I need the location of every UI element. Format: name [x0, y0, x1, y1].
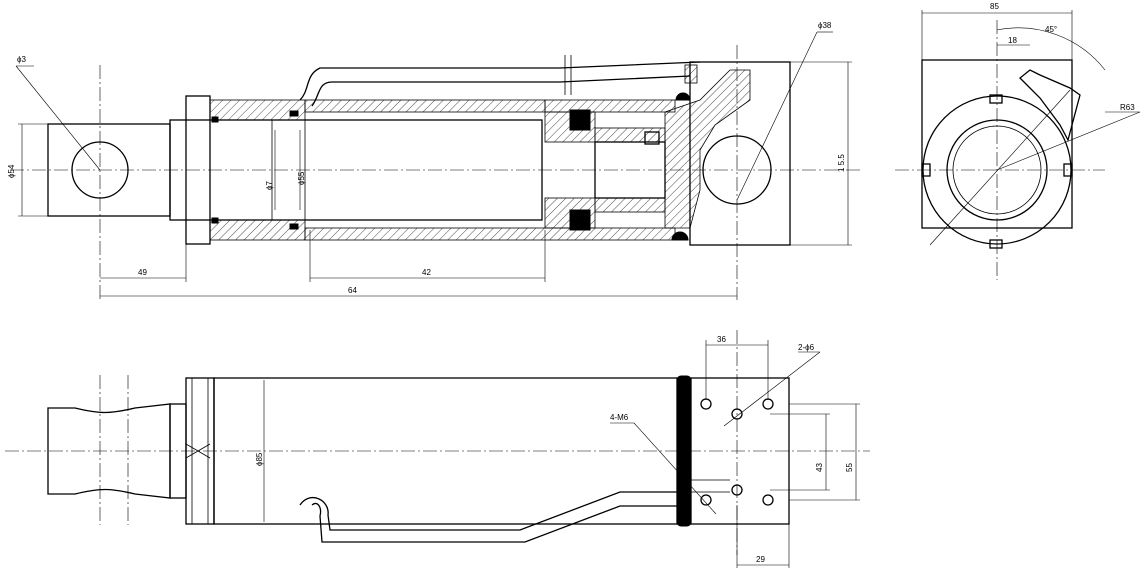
dim-49: 49	[138, 268, 147, 277]
dim-55: 55	[845, 463, 854, 472]
side-view: 85 18 45° R63	[895, 2, 1141, 280]
dim-155: 1 5.5	[837, 154, 846, 172]
dim-45-degrees: 45°	[1045, 25, 1057, 34]
dim-42: 42	[422, 268, 431, 277]
dim-phi3: ϕ3	[17, 55, 26, 64]
front-section-view: ϕ3 ϕ38 ϕ54 ϕ7 ϕ55 49 42 64 1 5.5	[7, 21, 860, 300]
bottom-view: 36 2-ϕ6 4-M6 ϕ85 43 55 29	[5, 330, 870, 568]
dim-4-m6: 4-M6	[610, 413, 629, 422]
dim-phi85: ϕ85	[255, 452, 264, 466]
dim-64: 64	[348, 286, 357, 295]
dim-phi54: ϕ54	[7, 164, 16, 178]
dim-29: 29	[756, 555, 765, 564]
dim-85-top: 85	[990, 2, 999, 11]
dim-43: 43	[815, 463, 824, 472]
dim-36: 36	[717, 335, 726, 344]
dim-2-holes-phi6: 2-ϕ6	[798, 343, 815, 352]
dim-phi38: ϕ38	[818, 21, 832, 30]
dim-18: 18	[1008, 36, 1017, 45]
dim-phi55: ϕ55	[297, 171, 306, 185]
dim-phi7: ϕ7	[265, 181, 274, 190]
dim-r63: R63	[1120, 103, 1135, 112]
